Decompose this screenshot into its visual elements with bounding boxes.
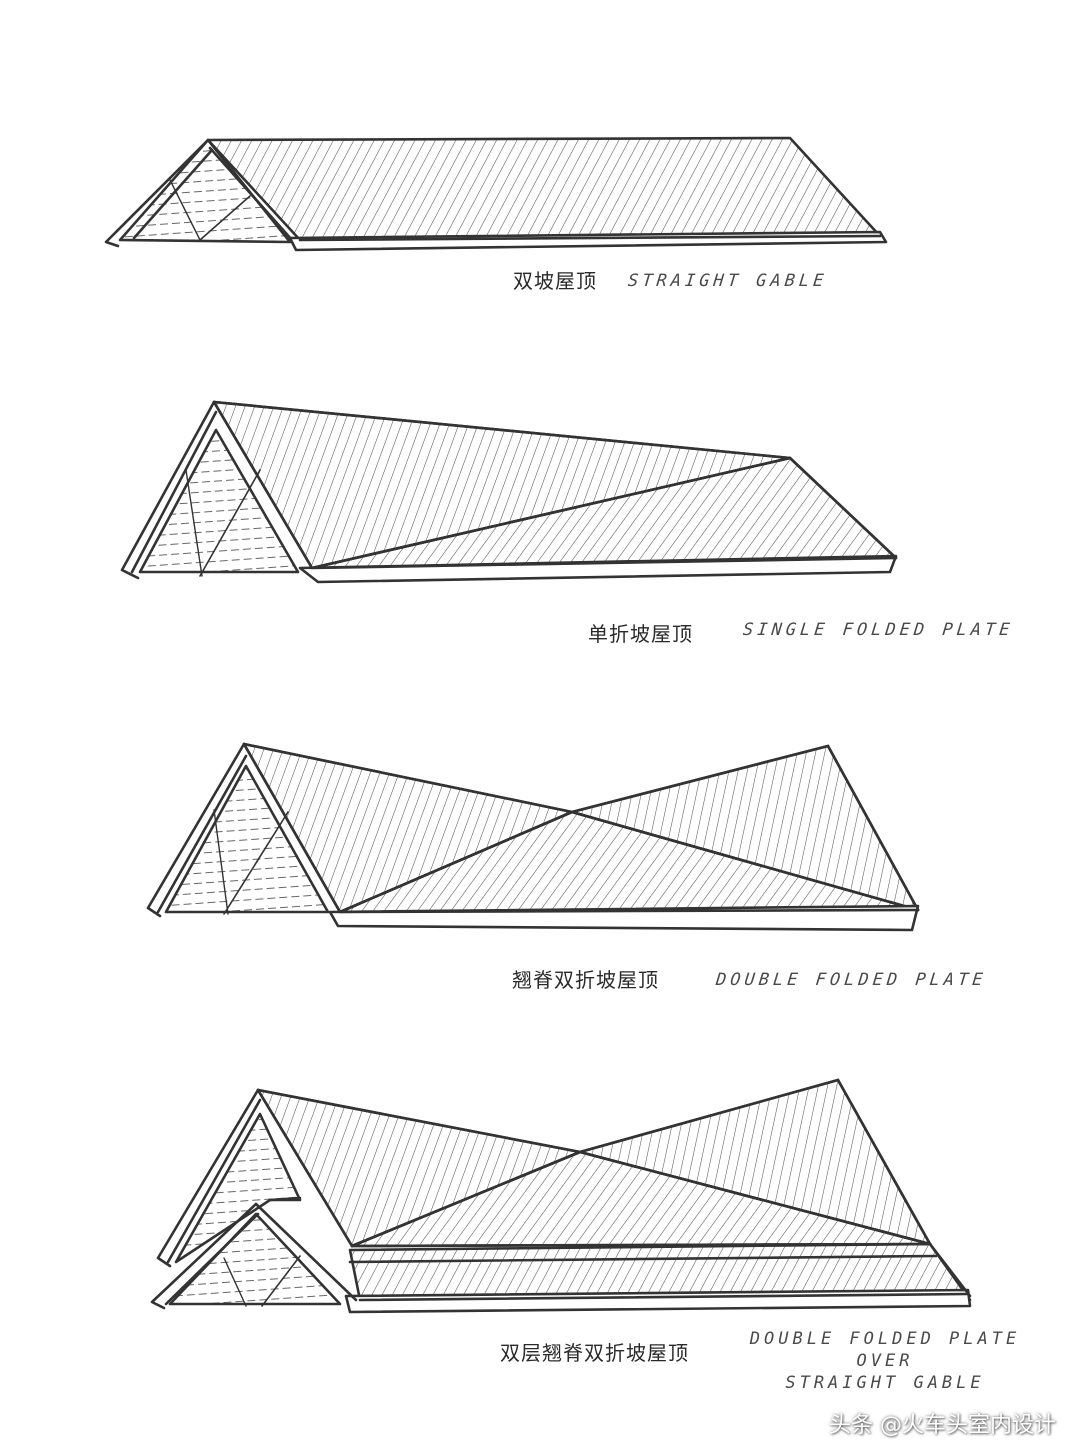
roof-double-folded-over-gable xyxy=(150,1078,972,1314)
roof-1-label-cn: 双坡屋顶 xyxy=(513,269,597,293)
watermark: 头条 @火车头室内设计 xyxy=(829,1413,1056,1438)
roof-3-label-en: DOUBLE FOLDED PLATE xyxy=(715,970,988,990)
roof-4-label-en-line-1: DOUBLE FOLDED PLATE xyxy=(749,1329,1021,1349)
roof-4-label-en-line-2: OVER xyxy=(856,1351,914,1371)
roof-4-label-en: DOUBLE FOLDED PLATE OVER STRAIGHT GABLE xyxy=(730,1328,1040,1394)
roof-4-label-cn: 双层翘脊双折坡屋顶 xyxy=(500,1341,689,1365)
roof-single-folded-plate xyxy=(120,400,898,584)
roof-2-label-en: SINGLE FOLDED PLATE xyxy=(742,620,1015,640)
roof-1-label-en: STRAIGHT GABLE xyxy=(627,271,829,291)
roof-double-folded-plate xyxy=(146,742,920,932)
roof-3-label-cn: 翘脊双折坡屋顶 xyxy=(512,968,659,992)
roof-straight-gable xyxy=(104,136,888,252)
roof-4-label-en-line-3: STRAIGHT GABLE xyxy=(785,1373,985,1393)
roof-2-label-cn: 单折坡屋顶 xyxy=(588,622,693,646)
